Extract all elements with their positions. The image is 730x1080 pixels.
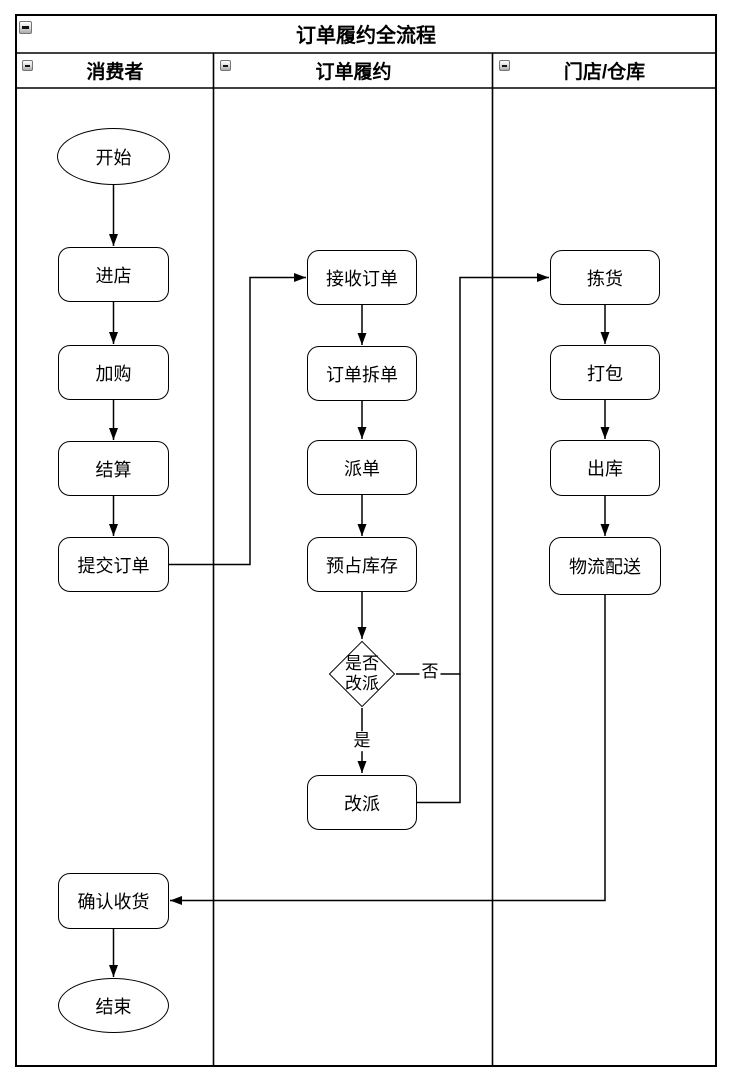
lane-collapse-icon[interactable] xyxy=(22,60,33,71)
edge-redispatch-decision-to-picking xyxy=(396,273,549,675)
edges-layer xyxy=(109,185,610,977)
node-packing[interactable]: 打包 xyxy=(550,345,660,400)
node-redispatch-decision[interactable]: 是否 改派 xyxy=(328,640,396,708)
node-label: 订单拆单 xyxy=(326,364,398,385)
pool-collapse-icon[interactable] xyxy=(19,21,32,34)
node-logistics-delivery[interactable]: 物流配送 xyxy=(549,537,661,595)
node-label: 进店 xyxy=(95,265,132,286)
node-add-to-cart[interactable]: 加购 xyxy=(58,345,169,400)
node-label: 出库 xyxy=(587,459,623,479)
node-enter-store[interactable]: 进店 xyxy=(58,247,169,302)
node-receive-order[interactable]: 接收订单 xyxy=(307,250,417,305)
lane-header-consumer[interactable]: 消费者 xyxy=(86,62,144,83)
node-reserve-stock[interactable]: 预占库存 xyxy=(307,537,417,592)
node-label: 提交订单 xyxy=(77,555,150,576)
edge-logistics-delivery-to-confirm-receipt xyxy=(170,595,606,905)
node-label: 开始 xyxy=(95,147,132,168)
pool-border xyxy=(15,14,717,1067)
node-label: 加购 xyxy=(95,363,132,384)
node-label: 拣货 xyxy=(587,268,623,289)
edge-submit-order-to-receive-order xyxy=(169,273,306,566)
node-label: 接收订单 xyxy=(326,268,398,289)
lane-collapse-icon[interactable] xyxy=(499,60,510,71)
node-label: 结束 xyxy=(95,996,132,1017)
node-outbound[interactable]: 出库 xyxy=(550,440,660,496)
edge-label: 是 xyxy=(351,731,373,751)
lane-header-store-warehouse[interactable]: 门店/仓库 xyxy=(563,62,646,83)
node-label: 预占库存 xyxy=(326,555,398,576)
lane-header-fulfillment[interactable]: 订单履约 xyxy=(315,62,392,83)
node-label: 打包 xyxy=(587,363,623,384)
node-label: 物流配送 xyxy=(569,557,641,577)
node-picking[interactable]: 拣货 xyxy=(550,250,660,305)
node-confirm-receipt[interactable]: 确认收货 xyxy=(58,873,169,929)
node-label: 派单 xyxy=(344,458,380,479)
node-redispatch[interactable]: 改派 xyxy=(307,775,417,830)
node-label: 确认收货 xyxy=(77,892,150,912)
edge-label: 否 xyxy=(419,662,441,682)
lane-collapse-icon[interactable] xyxy=(220,60,231,71)
pool-frame xyxy=(15,14,717,1067)
node-dispatch-order[interactable]: 派单 xyxy=(307,440,417,495)
node-label: 是否 改派 xyxy=(345,654,379,693)
node-label: 结算 xyxy=(95,459,132,480)
pool-title: 订单履约全流程 xyxy=(296,25,436,47)
node-end[interactable]: 结束 xyxy=(58,978,169,1033)
node-start[interactable]: 开始 xyxy=(57,128,170,185)
node-checkout[interactable]: 结算 xyxy=(58,441,169,496)
node-split-order[interactable]: 订单拆单 xyxy=(307,346,417,401)
edge-redispatch-to-picking xyxy=(417,674,461,804)
node-submit-order[interactable]: 提交订单 xyxy=(58,537,169,592)
node-label: 改派 xyxy=(344,793,380,814)
